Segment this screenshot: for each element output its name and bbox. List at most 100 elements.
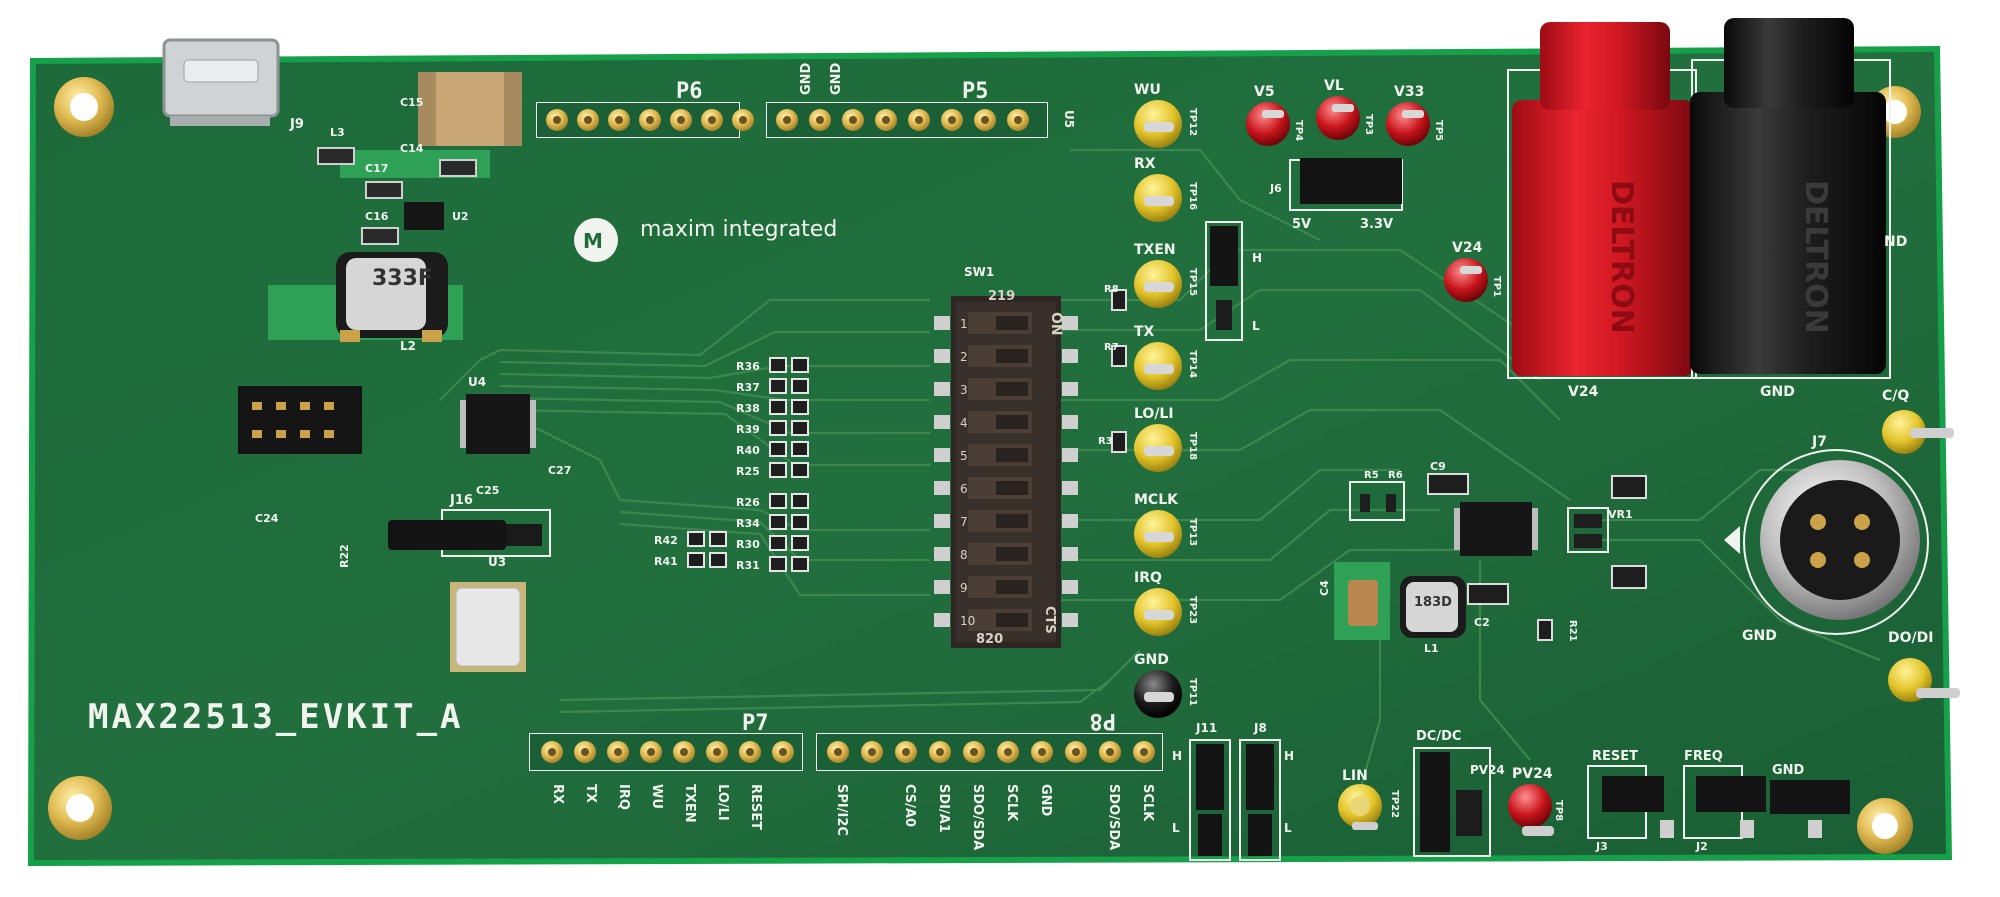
p5-pin-hole-4 [882, 116, 890, 124]
p8-pin-hole-2 [868, 748, 876, 756]
p7-pin-hole-1 [548, 748, 556, 756]
jumper-reset-j3[interactable] [1587, 765, 1674, 839]
dip-actuator[interactable] [996, 382, 1028, 396]
dip-pin-right [1062, 580, 1078, 594]
doi-pin[interactable] [1888, 658, 1960, 702]
dip-pin-left [934, 514, 950, 528]
co-pin[interactable] [1882, 410, 1954, 454]
banana-post-red[interactable]: DELTRON [1507, 22, 1697, 379]
p7-pin-label: RESET [748, 784, 763, 830]
dip-pin-left [934, 316, 950, 330]
r22-label: R22 [338, 544, 351, 568]
dip-position-label: 3 [960, 383, 968, 397]
l2-label: L2 [400, 339, 416, 353]
board-name: MAX22513_EVKIT_A [88, 697, 464, 737]
dip-pin-left [934, 415, 950, 429]
p5-label: P5 [962, 79, 989, 104]
test-point-label: MCLK [1134, 492, 1179, 508]
m12-connector-j7[interactable] [1724, 449, 1929, 635]
test-point-label: LO/LI [1134, 406, 1174, 422]
u5-label: U5 [1062, 110, 1076, 128]
resistor-body [791, 556, 809, 572]
p7-pin-label: LO/LI [715, 784, 730, 821]
jumper-h-l[interactable] [1205, 221, 1243, 341]
smd-parts-top-left [317, 147, 477, 245]
resistor-body [791, 420, 809, 436]
usb-connector[interactable] [162, 38, 280, 126]
pv24-test-point[interactable] [1508, 784, 1554, 836]
header-p7[interactable] [529, 733, 803, 771]
p7-label: P7 [742, 711, 769, 736]
lin-test-point[interactable] [1338, 784, 1382, 830]
resistor-label: R36 [736, 360, 760, 373]
j8-l-label: L [1284, 821, 1292, 835]
jumper-j16[interactable] [388, 509, 551, 557]
p6-pin-hole-5 [677, 116, 685, 124]
resistor-body [791, 514, 809, 530]
p5-pin-hole-5 [915, 116, 923, 124]
jumper-j8[interactable] [1239, 739, 1281, 861]
test-point-loop [1144, 364, 1174, 374]
dip-pin-left [934, 382, 950, 396]
jumper-j6[interactable] [1289, 158, 1403, 211]
supply-point-v24[interactable] [1444, 258, 1488, 302]
resistor-body [687, 531, 705, 547]
header-p6-pins [546, 109, 754, 131]
banana-post-black[interactable]: DELTRON [1690, 18, 1891, 379]
supply-point-v5[interactable] [1246, 102, 1290, 146]
dip-position-label: 7 [960, 515, 968, 529]
jumper-freq-j2[interactable] [1683, 765, 1766, 839]
dip-actuator[interactable] [996, 514, 1028, 528]
dip-actuator[interactable] [996, 580, 1028, 594]
test-point-ref: TP15 [1187, 268, 1198, 296]
resistor-body [791, 493, 809, 509]
resistor-body [791, 378, 809, 394]
jumper-h-label: H [1252, 251, 1262, 265]
dip-position-label: 5 [960, 449, 968, 463]
resistor-body [709, 552, 727, 568]
p8-pin-label: SCLK [1140, 784, 1155, 822]
programming-connector[interactable] [238, 386, 362, 454]
resistor-label: R37 [736, 381, 760, 394]
supply-point-vl[interactable] [1316, 96, 1360, 140]
dip-pin-left [934, 349, 950, 363]
dip-actuator[interactable] [996, 547, 1028, 561]
p5-pin-hole-8 [1014, 116, 1022, 124]
test-point-ref: TP18 [1187, 432, 1198, 460]
p8-pin-hole-10 [1140, 748, 1148, 756]
test-point-loop [1144, 610, 1174, 620]
dip-actuator[interactable] [996, 613, 1028, 627]
resistor-body [791, 399, 809, 415]
dip-actuator[interactable] [996, 349, 1028, 363]
freq-label: FREQ [1684, 749, 1723, 764]
test-point-loop [1144, 122, 1174, 132]
supply-point-ref: TP5 [1433, 120, 1444, 141]
resistor-label: R34 [736, 517, 760, 530]
pv24-label: PV24 [1512, 766, 1553, 782]
resistor-label: R26 [736, 496, 760, 509]
supply-point-v33[interactable] [1386, 102, 1430, 146]
dip-actuator[interactable] [996, 481, 1028, 495]
supply-point-ref: TP4 [1293, 120, 1304, 141]
dip-actuator[interactable] [996, 448, 1028, 462]
resistor-body [791, 535, 809, 551]
j6-right: 3.3V [1360, 217, 1393, 232]
test-point-label: TX [1134, 324, 1155, 340]
jumper-j11[interactable] [1189, 739, 1231, 861]
dip-on-label: ON [1048, 312, 1064, 336]
dip-pin-right [1062, 547, 1078, 561]
supply-point-label: V24 [1452, 240, 1483, 256]
dip-pin-right [1062, 382, 1078, 396]
j9-label: J9 [289, 117, 304, 132]
dip-actuator[interactable] [996, 316, 1028, 330]
j2-label: J2 [1695, 840, 1708, 853]
jumper-dcdc[interactable] [1413, 747, 1491, 857]
p8-label: P8 [1090, 708, 1117, 733]
dip-actuator[interactable] [996, 415, 1028, 429]
gnd-header-pins[interactable] [1770, 780, 1850, 838]
supply-point-label: V5 [1254, 84, 1275, 100]
supply-point-ref: TP1 [1491, 276, 1502, 297]
dip-pin-right [1062, 514, 1078, 528]
ic-u4 [460, 394, 536, 454]
